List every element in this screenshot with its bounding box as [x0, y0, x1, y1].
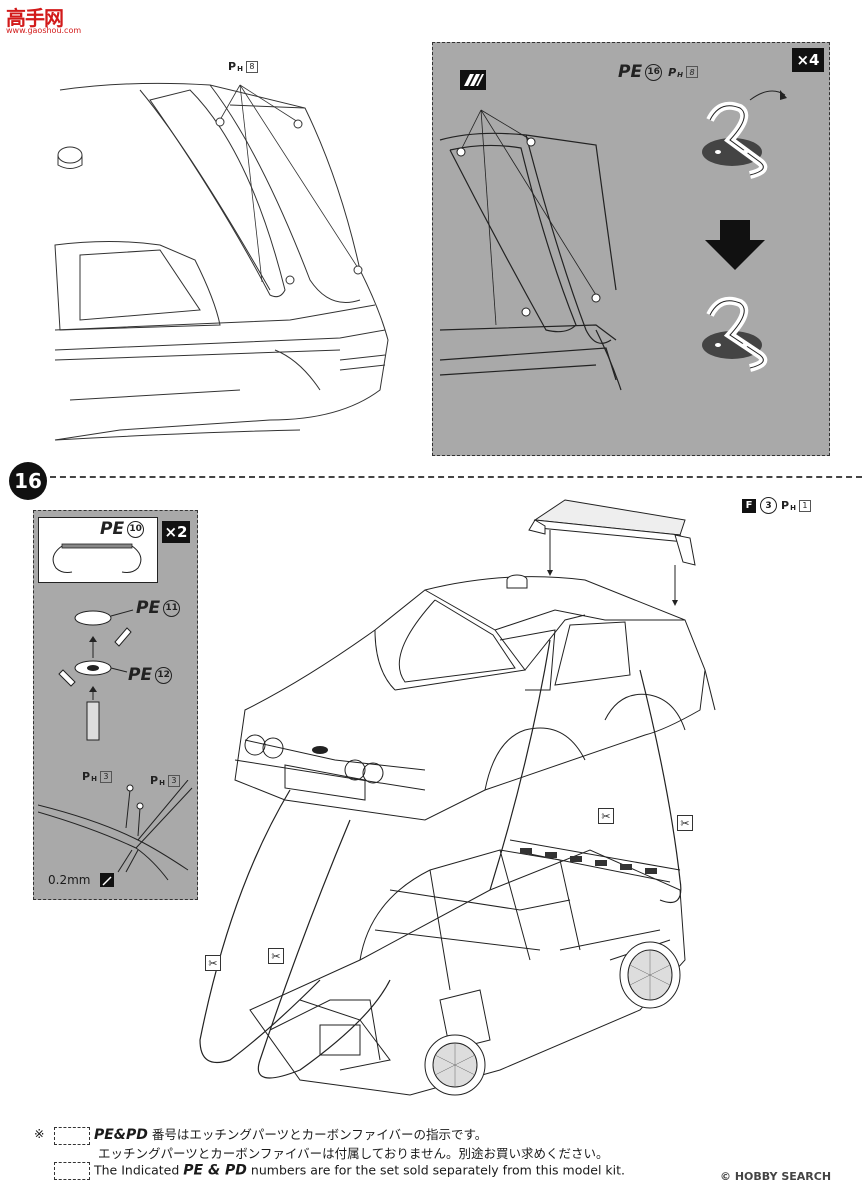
cut-mark-icon-4: ✂: [205, 955, 221, 971]
note-line-3: The Indicated PE & PD numbers are for th…: [54, 1162, 625, 1180]
note-line-2: エッチングパーツとカーボンファイバーは付属しておりません。別途お買い求めください…: [98, 1146, 609, 1161]
note-line-1: PE&PD 番号はエッチングパーツとカーボンファイバーの指示です。: [54, 1124, 487, 1145]
note-mark: ※: [34, 1126, 45, 1141]
chassis-drawing: [249, 839, 686, 1096]
cut-mark-icon-1: ✂: [598, 808, 614, 824]
car-body-drawing: [234, 574, 716, 821]
hood-pins-drawing: [38, 780, 193, 881]
hobby-search-watermark: © HOBBY SEARCH: [720, 1170, 832, 1183]
cut-mark-icon-2: ✂: [677, 815, 693, 831]
multiplier-x4: ×4: [792, 48, 824, 72]
brand-logo-icon: [460, 70, 486, 90]
headlight-parts-drawing: [58, 609, 134, 741]
cut-mark-icon-3: ✂: [268, 948, 284, 964]
photo-etch-clip-drawing: [702, 90, 787, 372]
pe10-wire-drawing: [52, 543, 142, 573]
rear-window-detail-drawing: [439, 109, 622, 391]
rear-window-drawing: [54, 82, 389, 441]
thickness-label: 0.2mm: [48, 873, 91, 887]
step-number: 16: [9, 462, 47, 500]
step-divider: [50, 476, 862, 478]
carbon-fiber-icon: [100, 873, 114, 887]
logo-text: 高手网: [6, 6, 64, 30]
logo-url: www.gaoshou.com: [6, 26, 82, 35]
rear-wing-drawing: [528, 499, 696, 606]
rear-window-detail-panel: [432, 42, 830, 456]
leader-lines: [199, 640, 682, 1079]
site-logo: 高手网 www.gaoshou.com: [0, 0, 81, 38]
multiplier-x2: ×2: [162, 521, 190, 543]
